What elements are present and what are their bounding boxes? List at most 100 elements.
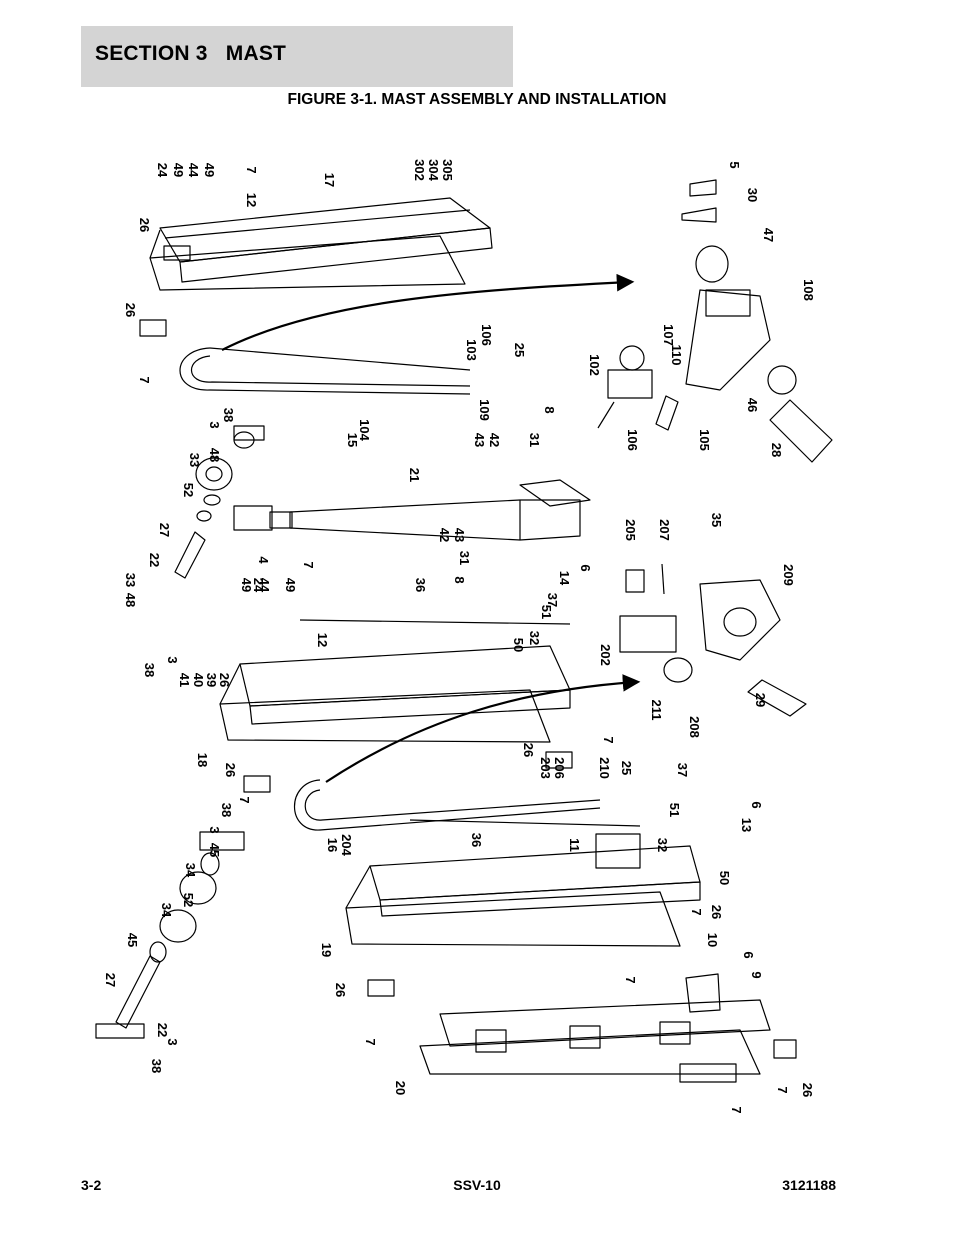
callout-26: 26 xyxy=(800,1083,815,1097)
callout-49: 49 xyxy=(171,163,186,177)
callout-7: 7 xyxy=(623,976,638,983)
figure-title: FIGURE 3-1. MAST ASSEMBLY AND INSTALLATI… xyxy=(287,91,667,108)
callout-40: 40 xyxy=(191,673,206,687)
callout-52: 52 xyxy=(181,483,196,497)
callout-43: 43 xyxy=(452,528,467,542)
callout-202: 202 xyxy=(598,644,613,666)
callout-38: 38 xyxy=(149,1059,164,1073)
footer-page-number: 3-2 xyxy=(81,1177,102,1193)
callout-206: 206 xyxy=(552,757,567,779)
sheave-stack-upper-left xyxy=(174,425,273,579)
callout-304: 304 xyxy=(426,159,441,181)
callout-38: 38 xyxy=(221,408,236,422)
callout-3: 3 xyxy=(165,1038,180,1045)
callout-7: 7 xyxy=(601,736,616,743)
callout-28: 28 xyxy=(769,443,784,457)
callout-44: 44 xyxy=(257,578,272,593)
mast-channel-17 xyxy=(149,197,493,291)
callout-209: 209 xyxy=(781,564,796,586)
callout-12: 12 xyxy=(244,193,259,207)
callout-105: 105 xyxy=(697,429,712,451)
callout-45: 45 xyxy=(207,843,222,857)
callout-17: 17 xyxy=(322,173,337,187)
callout-48: 48 xyxy=(207,448,222,462)
callout-109: 109 xyxy=(477,399,492,421)
chain-anchor-202 xyxy=(619,563,807,717)
callout-27: 27 xyxy=(103,973,118,987)
footer-doc-number: 3121188 xyxy=(782,1177,836,1193)
callout-22: 22 xyxy=(155,1023,170,1037)
callout-7: 7 xyxy=(137,376,152,383)
mast-channel-18 xyxy=(219,619,571,743)
callout-25: 25 xyxy=(512,343,527,357)
mast-channel-19 xyxy=(345,819,701,947)
callout-25: 25 xyxy=(619,761,634,775)
callout-5: 5 xyxy=(727,161,742,168)
callout-204: 204 xyxy=(339,834,354,856)
callout-11: 11 xyxy=(567,838,582,852)
callout-205: 205 xyxy=(623,519,638,541)
callout-24: 24 xyxy=(155,163,170,178)
callout-7: 7 xyxy=(689,908,704,915)
callout-48: 48 xyxy=(123,593,138,607)
callout-50: 50 xyxy=(717,871,732,885)
wear-pad-26 xyxy=(163,245,191,261)
callout-42: 42 xyxy=(487,433,502,447)
callout-41: 41 xyxy=(177,673,192,687)
callout-26: 26 xyxy=(137,218,152,232)
callout-20: 20 xyxy=(393,1081,408,1095)
callout-37: 37 xyxy=(545,593,560,607)
callout-26: 26 xyxy=(333,983,348,997)
side-plate-108 xyxy=(597,179,833,463)
callout-31: 31 xyxy=(457,551,472,565)
callout-44: 44 xyxy=(186,163,201,178)
callout-6: 6 xyxy=(578,564,593,571)
callout-7: 7 xyxy=(244,166,259,173)
callout-33: 33 xyxy=(187,453,202,467)
callout-26: 26 xyxy=(521,743,536,757)
callout-15: 15 xyxy=(345,433,360,447)
callout-33: 33 xyxy=(123,573,138,587)
callout-107: 107 xyxy=(661,324,676,346)
assembly-arrow-lower xyxy=(325,674,641,783)
callout-27: 27 xyxy=(157,523,172,537)
callout-26: 26 xyxy=(217,673,232,687)
callout-108: 108 xyxy=(801,279,816,301)
callout-7: 7 xyxy=(363,1038,378,1045)
callout-36: 36 xyxy=(413,578,428,592)
callout-7: 7 xyxy=(775,1086,790,1093)
callout-7: 7 xyxy=(237,796,252,803)
callout-3: 3 xyxy=(207,421,222,428)
section-header-box xyxy=(81,26,513,87)
callout-10: 10 xyxy=(705,933,720,947)
callout-49: 49 xyxy=(283,578,298,592)
sheave-stack-lower-left xyxy=(95,831,245,1039)
mast-base-20 xyxy=(419,973,797,1083)
callout-38: 38 xyxy=(219,803,234,817)
callout-7: 7 xyxy=(301,561,316,568)
chain-16 xyxy=(294,779,601,831)
callout-42: 42 xyxy=(437,528,452,542)
wear-pad-26 xyxy=(545,751,573,769)
callout-47: 47 xyxy=(761,228,776,242)
callout-26: 26 xyxy=(123,303,138,317)
callout-31: 31 xyxy=(527,433,542,447)
callout-208: 208 xyxy=(687,716,702,738)
callout-203: 203 xyxy=(538,757,553,779)
callout-102: 102 xyxy=(587,354,602,376)
callout-52: 52 xyxy=(181,893,196,907)
chain-15 xyxy=(179,347,471,395)
callout-210: 210 xyxy=(597,757,612,779)
callout-35: 35 xyxy=(709,513,724,527)
footer-model: SSV-10 xyxy=(453,1177,501,1193)
callout-32: 32 xyxy=(655,838,670,852)
callout-22: 22 xyxy=(147,553,162,567)
callout-38: 38 xyxy=(142,663,157,677)
callout-16: 16 xyxy=(325,838,340,852)
callout-103: 103 xyxy=(464,339,479,361)
callout-21: 21 xyxy=(407,468,422,482)
callout-211: 211 xyxy=(649,700,664,721)
assembly-arrow-upper xyxy=(221,273,635,351)
callout-106: 106 xyxy=(625,429,640,451)
callout-13: 13 xyxy=(739,818,754,832)
